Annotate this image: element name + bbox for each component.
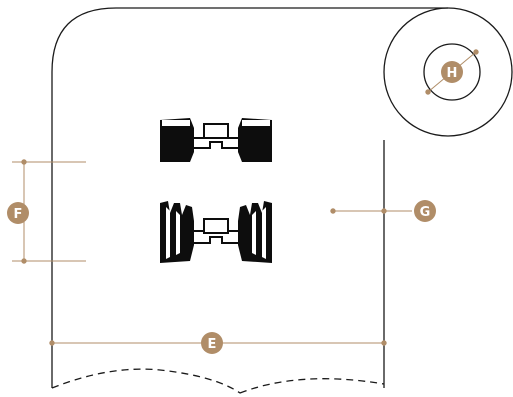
dimension-lines — [12, 49, 479, 346]
svg-text:E: E — [208, 337, 217, 352]
badge-g: G — [414, 200, 436, 222]
roll-outline — [51, 7, 513, 394]
rfid-antenna-icon — [160, 118, 272, 162]
badge-h: H — [441, 61, 463, 83]
svg-text:G: G — [420, 205, 431, 220]
roll-core-circle — [423, 43, 481, 101]
roll-tear-edge — [51, 368, 385, 394]
roll-left-edge — [51, 7, 448, 388]
badge-e: E — [201, 332, 223, 354]
svg-text:H: H — [447, 66, 458, 81]
badge-f: F — [7, 202, 29, 224]
rfid-antenna-icon — [160, 201, 272, 263]
roll-outer-circle — [383, 7, 513, 137]
svg-text:F: F — [14, 207, 23, 222]
